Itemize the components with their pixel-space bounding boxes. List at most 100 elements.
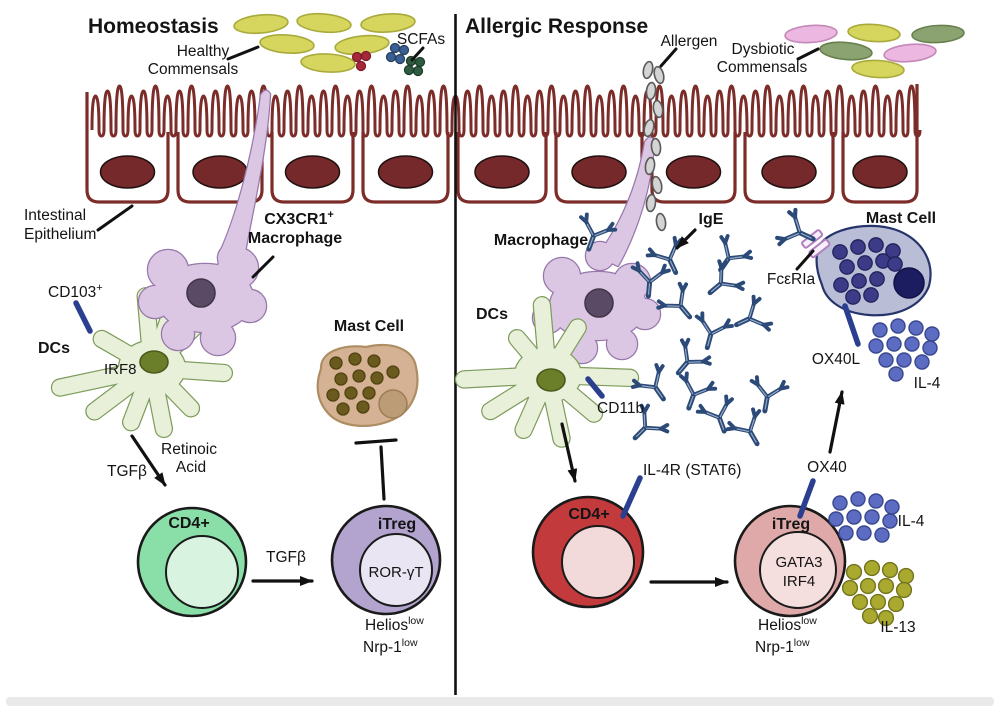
- il13-cytokine-dot: [877, 609, 895, 627]
- allergen-particle: [645, 81, 657, 101]
- il4-cytokine-dot: [850, 491, 866, 507]
- gata3-label: GATA3: [776, 554, 823, 571]
- fcer1a-label: FcεRIa: [767, 271, 816, 288]
- healthy-commensal-bacterium: [259, 34, 315, 54]
- dc-nucleus: [536, 368, 566, 392]
- il4r-label: IL-4R (STAT6): [643, 462, 741, 479]
- inhibition-t-bar: [354, 438, 398, 445]
- ige-antibody: [690, 312, 733, 352]
- epithelial-cell: [176, 132, 264, 204]
- ox40-to-ox40l-arrow: [828, 390, 845, 454]
- epithelial-cell-nucleus: [852, 155, 908, 189]
- mast-granule: [386, 365, 400, 379]
- il4-cytokine-dot: [908, 320, 924, 336]
- epithelial-cell: [85, 92, 170, 204]
- macrophage-lobe: [544, 258, 580, 294]
- macrophage-lobe: [221, 90, 270, 258]
- epithelium-pointer: [96, 204, 134, 232]
- itreg-nucleus-left: [359, 533, 433, 607]
- ox40l-label: OX40L: [812, 351, 861, 368]
- epithelial-cell-nucleus: [284, 155, 341, 189]
- right-panel-title: Allergic Response: [465, 15, 648, 38]
- il13-cytokine-dot: [859, 577, 877, 595]
- allergen-label: Allergen: [661, 33, 718, 50]
- macrophage-lobe: [607, 329, 637, 359]
- mast-cell-nucleus: [378, 389, 408, 419]
- mast-granule: [887, 256, 903, 272]
- epithelial-cell-nucleus: [474, 155, 530, 189]
- il4-cytokine-dot: [884, 499, 900, 515]
- dysbiotic-commensals-group: [784, 23, 965, 79]
- mast-granule: [857, 255, 873, 271]
- macrophage-nucleus: [186, 278, 216, 308]
- dendritic-cell-arm: [547, 319, 586, 372]
- dendritic-cell-arm: [515, 379, 551, 438]
- mast-granule: [833, 277, 849, 293]
- epithelial-cell-nucleus: [99, 155, 156, 189]
- ox40-label: OX40: [807, 459, 847, 476]
- il13-cytokine-dot: [845, 563, 863, 581]
- epithelial-cell: [270, 132, 355, 204]
- mast-granule: [851, 273, 867, 289]
- allergen-particle: [653, 65, 665, 85]
- dendritic-cell-arm: [482, 374, 545, 420]
- dendritic-cell-arm: [146, 373, 172, 437]
- dcs-label-left: DCs: [38, 340, 70, 357]
- healthy-commensals-label-1: Healthy: [177, 43, 230, 60]
- il4-cytokine-dot: [886, 336, 902, 352]
- ige-antibody: [664, 337, 712, 385]
- ige-antibody: [729, 295, 773, 341]
- allergen-particle: [643, 118, 655, 138]
- dendritic-cell-arm: [509, 330, 548, 373]
- il4-cytokine-dot: [922, 340, 938, 356]
- dysbiotic-commensal-yellow: [851, 59, 905, 79]
- il13-cytokine-dot: [877, 577, 895, 595]
- intestinal-epithelium: [85, 84, 922, 204]
- il4-cytokine-dot: [874, 527, 890, 543]
- healthy-commensals-pointer: [226, 45, 260, 61]
- scfa-dot-blue: [385, 51, 397, 63]
- mast-granule: [832, 244, 848, 260]
- mast-granule: [356, 400, 370, 414]
- il4-cytokine-dot: [868, 493, 884, 509]
- itreg-label-left: iTreg: [378, 516, 416, 533]
- mast-granule: [367, 354, 381, 368]
- ige-antibody: [725, 407, 772, 453]
- epithelium-label-1: Intestinal: [24, 207, 86, 224]
- cd103-label: CD103+: [48, 282, 103, 301]
- fcer1a-pointer: [795, 249, 815, 271]
- mast-granule: [869, 271, 885, 287]
- allergen-pointer: [659, 47, 678, 68]
- il4r-receptor-bar: [620, 475, 643, 519]
- il13-cytokine-dot: [851, 593, 869, 611]
- dendritic-cell-arm: [52, 362, 147, 396]
- scfa-dot-red: [360, 50, 372, 62]
- dysbiotic-commensals-pointer: [796, 47, 820, 61]
- macrophage-nucleus: [584, 288, 614, 318]
- il4-cytokine-dot: [882, 513, 898, 529]
- il4-cytokine-dot: [878, 352, 894, 368]
- dendritic-cell-arm: [533, 297, 555, 370]
- cd4-nucleus-right: [561, 525, 635, 599]
- mast-cell-label-right: Mast Cell: [866, 210, 936, 227]
- ige-antibody: [698, 258, 746, 306]
- macrophage-lobe: [586, 242, 614, 270]
- dc-to-cd4-arrow: [130, 434, 167, 487]
- allergen-particle: [645, 193, 657, 213]
- il4-cytokine-dot: [896, 352, 912, 368]
- il13-cytokine-dot: [841, 579, 859, 597]
- ige-antibody: [672, 372, 717, 414]
- dysbiotic-commensal-yellow: [847, 23, 901, 43]
- left-panel-title: Homeostasis: [88, 15, 219, 38]
- mast-granule: [336, 402, 350, 416]
- epithelial-cell: [841, 84, 919, 204]
- rorgt-label: ROR-γT: [369, 564, 424, 581]
- mast-cell-nucleus: [893, 267, 925, 299]
- mast-granules-right: [832, 237, 903, 305]
- cx3cr1-macrophage-pointer: [251, 255, 275, 279]
- allergen-particle: [651, 175, 663, 195]
- mast-granule: [863, 287, 879, 303]
- itreg-inhibits-mast-line: [379, 445, 386, 501]
